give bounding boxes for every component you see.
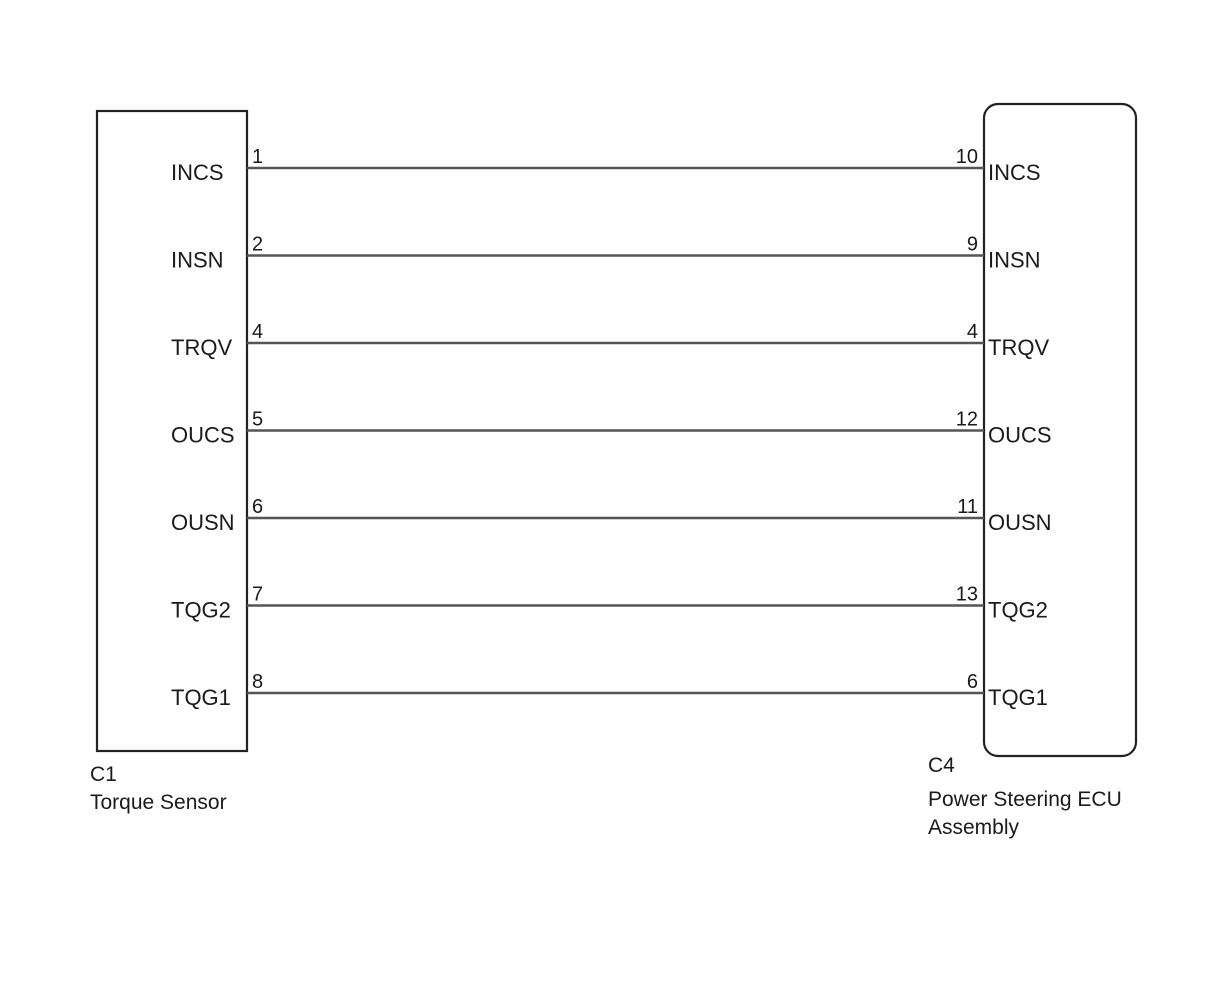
right-pin-number: 6 — [967, 671, 978, 693]
left-pin-signal: OUSN — [171, 510, 235, 535]
right-pin-number: 13 — [956, 584, 978, 606]
right-pin-signal: TQG1 — [988, 685, 1048, 710]
right-pin-signal: OUCS — [988, 423, 1052, 448]
left-component-code: C1 — [90, 763, 117, 786]
left-pin-number: 4 — [252, 321, 263, 343]
right-pin-number: 4 — [967, 321, 978, 343]
left-pin-number: 5 — [252, 409, 263, 431]
left-pin-signal: TQG2 — [171, 598, 231, 623]
right-pin-signal: INCS — [988, 160, 1041, 185]
right-pin-number: 9 — [967, 234, 978, 256]
left-pin-number: 1 — [252, 146, 263, 168]
right-pin-number: 11 — [957, 496, 978, 518]
left-pin-number: 7 — [252, 584, 263, 606]
left-pin-signal: INCS — [171, 160, 224, 185]
left-pin-signal: INSN — [171, 248, 224, 273]
left-pin-number: 6 — [252, 496, 263, 518]
right-component-name-line1: Power Steering ECU — [928, 788, 1122, 811]
left-pin-number: 8 — [252, 671, 263, 693]
right-pin-signal: OUSN — [988, 510, 1052, 535]
left-pin-signal: TQG1 — [171, 685, 231, 710]
right-component-name-line2: Assembly — [928, 816, 1020, 839]
right-component-code: C4 — [928, 754, 955, 777]
left-pin-number: 2 — [252, 234, 263, 256]
right-pin-signal: INSN — [988, 248, 1041, 273]
right-pin-number: 10 — [956, 146, 978, 168]
right-pin-number: 12 — [956, 409, 978, 431]
left-pin-signal: OUCS — [171, 423, 235, 448]
left-pin-signal: TRQV — [171, 335, 232, 360]
right-pin-signal: TQG2 — [988, 598, 1048, 623]
right-pin-signal: TRQV — [988, 335, 1049, 360]
left-component-name: Torque Sensor — [90, 791, 227, 814]
